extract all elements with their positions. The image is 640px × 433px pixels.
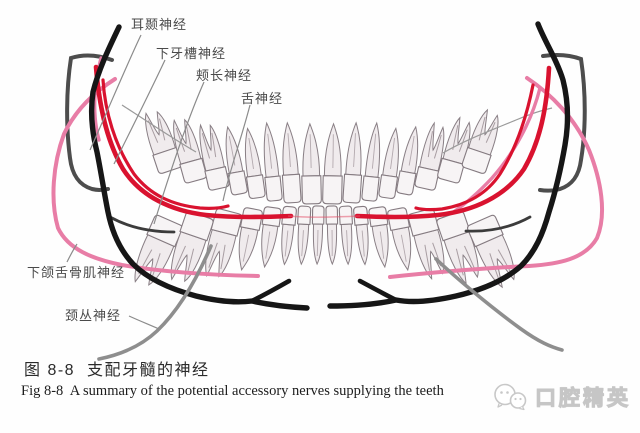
label-mylohyoid-nerve: 下颌舌骨肌神经	[27, 265, 126, 280]
mandible-outline-left-path	[88, 24, 310, 311]
mandible-spur-left-path	[249, 278, 292, 304]
cervical-plexus-left-path	[97, 244, 213, 361]
tooth	[301, 122, 322, 205]
buccal-nerve-right-path	[464, 215, 532, 233]
leader-buccal	[153, 81, 205, 225]
leader-mylohyoid	[66, 243, 78, 263]
tooth	[414, 121, 445, 191]
label-inferior-alveolar-nerve: 下牙槽神经	[156, 46, 227, 61]
tooth	[263, 121, 283, 202]
tooth	[322, 122, 343, 205]
mandible-spur-right-path	[357, 278, 399, 303]
caption-zh: 图 8-8 支配牙髓的神经	[24, 362, 210, 379]
tooth	[436, 210, 479, 285]
watermark: 口腔精英	[492, 382, 631, 412]
tooth	[437, 116, 471, 184]
mylohyoid-nerve-left-path	[51, 77, 260, 278]
tooth	[296, 205, 312, 266]
lingual-nerve-right-path	[414, 83, 535, 212]
tooth	[461, 108, 499, 174]
leader-cervical-plexus	[128, 315, 160, 330]
mylohyoid-nerve-right-path	[388, 76, 604, 279]
buccal-nerve-left-path	[108, 215, 176, 234]
tooth	[368, 206, 389, 269]
tooth	[325, 205, 339, 266]
leader-auriculotemporal	[89, 34, 142, 151]
label-cervical-plexus-nerve: 颈丛神经	[65, 308, 122, 323]
label-buccal-nerve: 颊长神经	[196, 68, 253, 83]
tooth	[378, 127, 399, 199]
tooth	[199, 123, 230, 191]
incisive-nerve-center-path	[287, 215, 361, 218]
label-lingual-nerve: 舌神经	[241, 91, 284, 106]
tooth	[281, 121, 302, 204]
caption-en: Fig 8-8 A summary of the potential acces…	[21, 383, 444, 399]
leader-lingual	[222, 104, 251, 202]
wechat-icon	[494, 383, 527, 411]
lingual-nerve-left-path	[101, 78, 230, 210]
tooth	[396, 125, 419, 196]
label-auriculotemporal-nerve: 耳颞神经	[131, 17, 188, 32]
tooth	[173, 118, 207, 184]
tooth	[361, 121, 381, 202]
tooth	[342, 121, 363, 204]
cervical-plexus-right-path	[434, 257, 564, 352]
leader-inferior-alveolar	[113, 59, 166, 165]
tooth	[338, 205, 354, 266]
maxilla-contour-left	[121, 104, 197, 153]
tooth	[225, 125, 248, 196]
lower-teeth-row	[134, 205, 515, 289]
tooth	[281, 205, 297, 266]
ramus-outline-left	[65, 53, 114, 192]
watermark-text: 口腔精英	[535, 387, 631, 411]
upper-teeth-row	[145, 108, 499, 205]
tooth	[311, 205, 325, 266]
tooth	[244, 127, 266, 199]
inferior-alveolar-nerve-right-path	[354, 65, 552, 220]
